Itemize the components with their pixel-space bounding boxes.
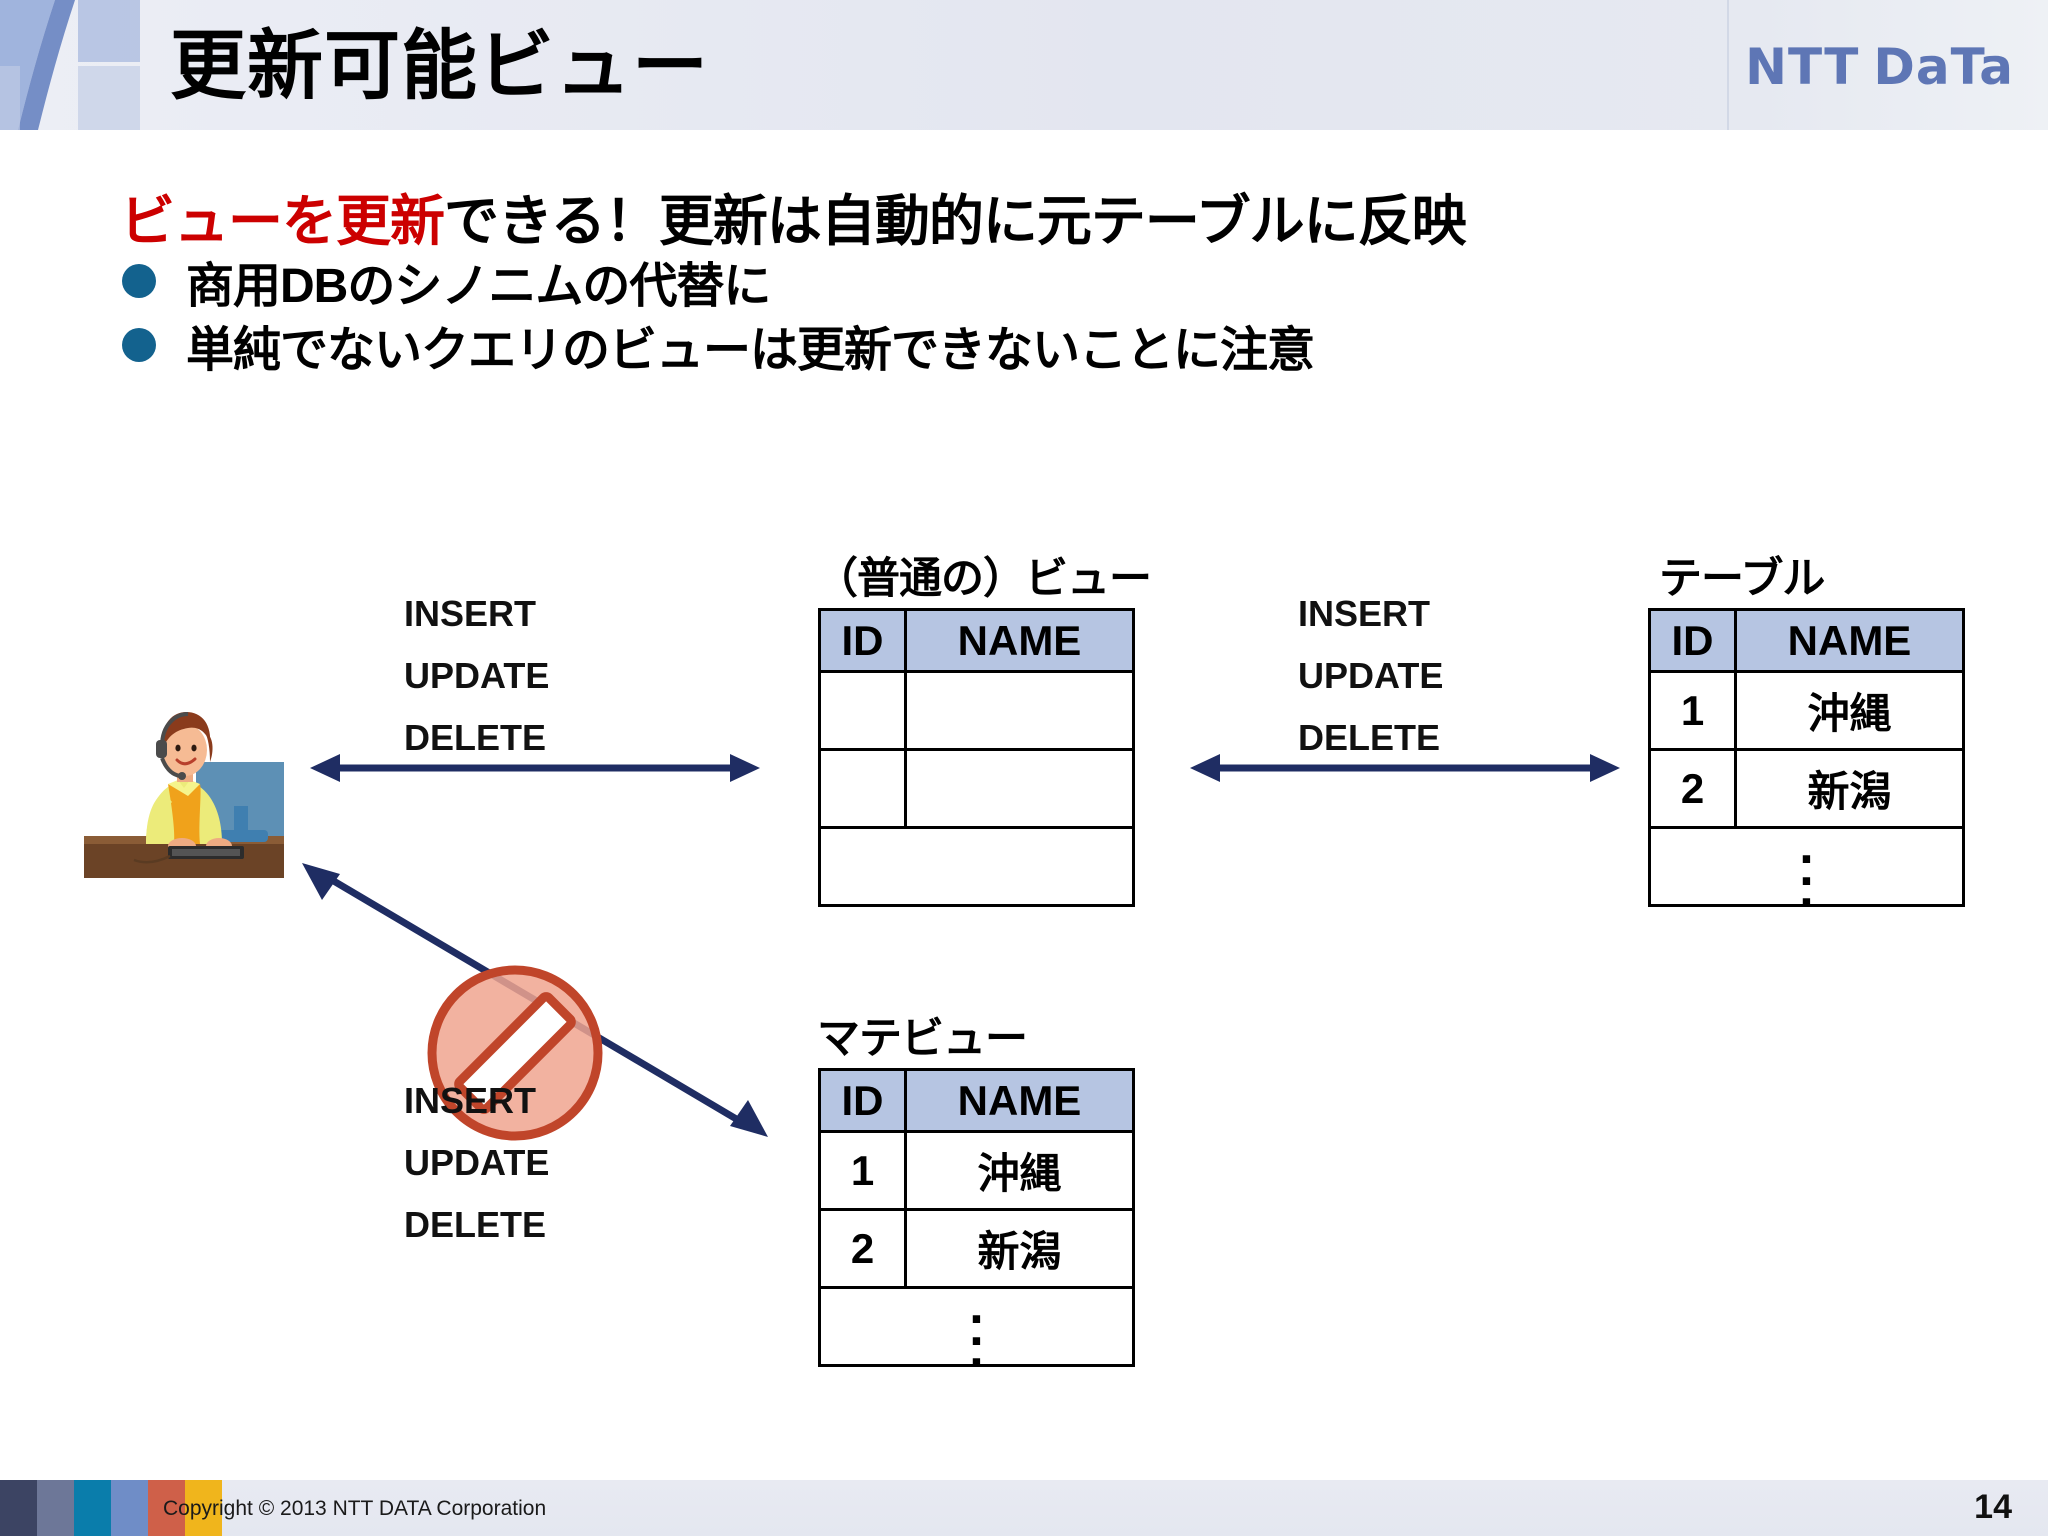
footer-bar-4	[148, 1480, 185, 1536]
copyright-text: Copyright © 2013 NTT DATA Corporation	[163, 1497, 547, 1520]
bullet-item: 商用DBのシノニムの代替に	[122, 246, 771, 316]
cell-name: 新潟	[904, 1208, 1135, 1289]
cell-ellipsis	[818, 826, 1135, 907]
logo-ntt-text: NTT	[1745, 38, 1860, 96]
cell-id	[818, 748, 907, 829]
table-header-row: ID NAME	[1648, 608, 1965, 673]
column-header-name: NAME	[904, 608, 1135, 673]
bullet-item: 単純でないクエリのビューは更新できないことに注意	[122, 310, 1315, 380]
table-header-row: ID NAME	[818, 1068, 1135, 1133]
cell-name	[904, 748, 1135, 829]
headline: ビューを更新できる！更新は自動的に元テーブルに反映	[120, 176, 1467, 256]
headline-red-part: ビューを更新	[120, 190, 445, 252]
table-row: 1 沖縄	[818, 1130, 1135, 1211]
matview-table: ID NAME 1 沖縄 2 新潟 ...	[818, 1068, 1135, 1375]
double-headed-arrow-icon	[1190, 748, 1620, 793]
cell-ellipsis: ...	[818, 1280, 1135, 1375]
table-row	[818, 670, 1135, 751]
cell-id: 2	[1648, 748, 1737, 829]
cell-name: 新潟	[1734, 748, 1965, 829]
column-header-id: ID	[818, 1068, 907, 1133]
column-header-id: ID	[1648, 608, 1737, 673]
prohibition-sign-icon	[424, 962, 606, 1144]
cell-id	[818, 670, 907, 751]
headline-black-part: できる！更新は自動的に元テーブルに反映	[444, 190, 1467, 252]
logo-data-text: DaTa	[1873, 38, 2014, 96]
table-row: 2 新潟	[1648, 748, 1965, 829]
source-table-caption: テーブル	[1659, 555, 1825, 603]
page-number: 14	[1974, 1488, 2012, 1526]
table-header-row: ID NAME	[818, 608, 1135, 673]
op-update: UPDATE	[404, 1142, 550, 1183]
footer-bar-1	[37, 1480, 74, 1536]
operations-right: INSERT UPDATE DELETE	[1298, 583, 1443, 769]
header-decoration-icon	[0, 0, 140, 130]
table-row-ellipsis	[818, 826, 1135, 907]
header-divider	[1727, 0, 1729, 130]
column-header-id: ID	[818, 608, 907, 673]
footer-color-bars	[0, 1480, 222, 1536]
view-table-caption: （普通の）ビュー	[815, 555, 1152, 603]
cell-id: 1	[1648, 670, 1737, 751]
slide-footer: Copyright © 2013 NTT DATA Corporation 14	[0, 1480, 2048, 1536]
source-table: ID NAME 1 沖縄 2 新潟 ...	[1648, 608, 1965, 915]
table-row-ellipsis: ...	[818, 1280, 1135, 1375]
matview-table-caption: マテビュー	[817, 1015, 1028, 1063]
footer-bar-2	[74, 1480, 111, 1536]
view-table: ID NAME	[818, 608, 1135, 907]
table-row: 1 沖縄	[1648, 670, 1965, 751]
column-header-name: NAME	[1734, 608, 1965, 673]
operations-denied: INSERT UPDATE DELETE	[404, 1070, 549, 1256]
op-insert: INSERT	[404, 1080, 537, 1121]
double-headed-arrow-icon	[310, 748, 760, 793]
footer-bar-0	[0, 1480, 37, 1536]
op-delete: DELETE	[1298, 717, 1441, 758]
page-title: 更新可能ビュー	[170, 24, 709, 109]
op-update: UPDATE	[1298, 655, 1444, 696]
op-delete: DELETE	[404, 1204, 547, 1245]
op-update: UPDATE	[404, 655, 550, 696]
op-insert: INSERT	[404, 593, 537, 634]
bullet-label: 商用DBのシノニムの代替に	[186, 260, 771, 313]
op-delete: DELETE	[404, 717, 547, 758]
table-row-ellipsis: ...	[1648, 820, 1965, 915]
footer-bar-5	[185, 1480, 222, 1536]
cell-name: 沖縄	[1734, 670, 1965, 751]
cell-id: 1	[818, 1130, 907, 1211]
cell-id: 2	[818, 1208, 907, 1289]
footer-bar-3	[111, 1480, 148, 1536]
cell-ellipsis: ...	[1648, 820, 1965, 915]
bullet-label: 単純でないクエリのビューは更新できないことに注意	[186, 324, 1315, 377]
operations-left: INSERT UPDATE DELETE	[404, 583, 549, 769]
bullet-dot-icon	[122, 328, 156, 362]
cell-name: 沖縄	[904, 1130, 1135, 1211]
table-row: 2 新潟	[818, 1208, 1135, 1289]
table-row	[818, 748, 1135, 829]
operator-at-computer-icon	[84, 688, 284, 888]
column-header-name: NAME	[904, 1068, 1135, 1133]
op-insert: INSERT	[1298, 593, 1431, 634]
cell-name	[904, 670, 1135, 751]
bullet-dot-icon	[122, 264, 156, 298]
